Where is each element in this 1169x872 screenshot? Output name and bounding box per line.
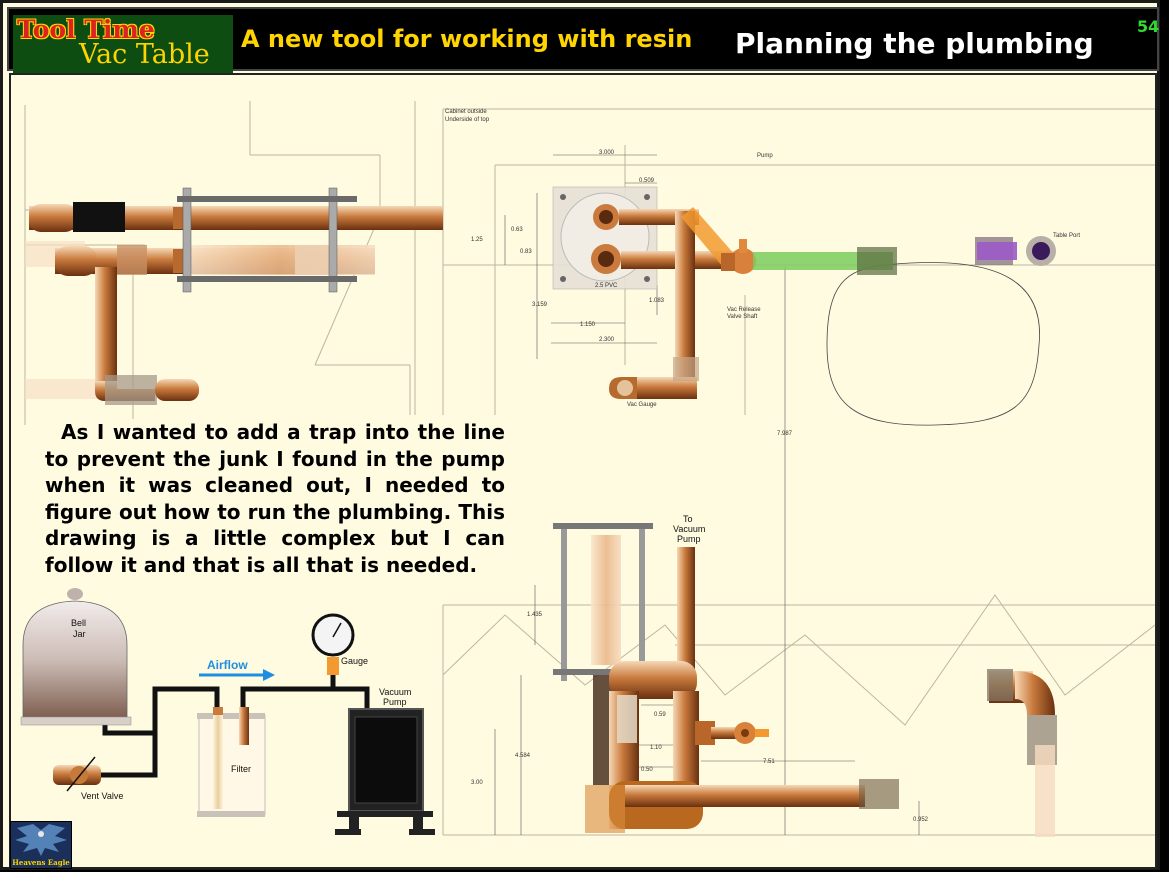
dim-1150: 1.150 — [580, 322, 596, 328]
bell-jar-label-2: Jar — [73, 629, 86, 639]
vac-release-label-2: Valve Shaft — [727, 314, 758, 320]
pvc-label: 2.5 PVC — [595, 283, 618, 289]
bell-jar-label-1: Bell — [71, 618, 86, 628]
heavens-eagle-logo: Heavens Eagle — [10, 821, 72, 869]
slide-subtitle: A new tool for working with resin — [241, 25, 693, 53]
eagle-icon — [15, 824, 67, 856]
header-bar: Tool Time Vac Table A new tool for worki… — [7, 7, 1160, 73]
dim-4584: 4.584 — [515, 753, 531, 759]
dim-125: 1.25 — [471, 237, 483, 243]
dim-2300: 2.300 — [599, 337, 615, 343]
dim-1083: 1.083 — [649, 298, 665, 304]
logo-text: Heavens Eagle — [12, 858, 70, 867]
brand-subtitle: Vac Table — [79, 39, 210, 70]
dim-3159: 3.159 — [532, 302, 548, 308]
filter-label: Filter — [231, 764, 251, 774]
dim-300: 3.00 — [471, 780, 483, 786]
top-left-assembly — [25, 187, 443, 405]
airflow-label: Airflow — [207, 658, 248, 672]
dim-1435: 1.435 — [527, 612, 543, 618]
dim-083: 0.83 — [520, 249, 532, 255]
dim-0952: 0.952 — [913, 817, 929, 823]
front-view: To Vacuum Pump — [471, 514, 1057, 837]
dim-063: 0.63 — [511, 227, 523, 233]
brand-title: Tool Time — [17, 15, 155, 44]
dim-050: 0.50 — [641, 767, 653, 773]
dim-110: 1.10 — [650, 745, 662, 751]
plumbing-drawing: Cabinet outside Underside of top Pump 3.… — [20, 101, 1156, 837]
dim-059: 0.59 — [654, 712, 666, 718]
dim-0509: 0.509 — [639, 178, 655, 184]
vac-gauge-label: Vac Gauge — [627, 402, 657, 408]
top-view: Cabinet outside Underside of top Pump 3.… — [445, 109, 1080, 835]
section-title: Planning the plumbing — [735, 27, 1094, 60]
table-outline — [826, 262, 1040, 426]
vac-release-label-1: Vac Release — [727, 307, 761, 313]
page-number: 54 — [1137, 17, 1160, 36]
dim-3000: 3.000 — [599, 150, 615, 156]
content-area: Cabinet outside Underside of top Pump 3.… — [9, 73, 1157, 869]
vent-valve-label: Vent Valve — [81, 791, 123, 801]
pump-label: Pump — [757, 153, 773, 159]
to-pump-2: Vacuum — [673, 524, 705, 534]
cabinet-label-1: Cabinet outside — [445, 109, 487, 115]
to-pump-1: To — [683, 514, 693, 524]
to-pump-3: Pump — [677, 534, 701, 544]
dim-7987: 7.987 — [777, 431, 793, 437]
airflow-arrowhead — [263, 669, 275, 681]
cabinet-label-2: Underside of top — [445, 117, 490, 123]
brand-block: Tool Time Vac Table — [13, 15, 233, 73]
table-port-label: Table Port — [1053, 233, 1080, 239]
caption-text: As I wanted to add a trap into the line … — [45, 420, 505, 577]
gauge-label: Gauge — [341, 656, 368, 666]
vacuum-pump-label-2: Pump — [383, 697, 407, 707]
schematic: Bell Jar Airflow Filter Gauge — [20, 588, 435, 835]
vacuum-pump-label-1: Vacuum — [379, 687, 411, 697]
dim-751: 7.51 — [763, 759, 775, 765]
